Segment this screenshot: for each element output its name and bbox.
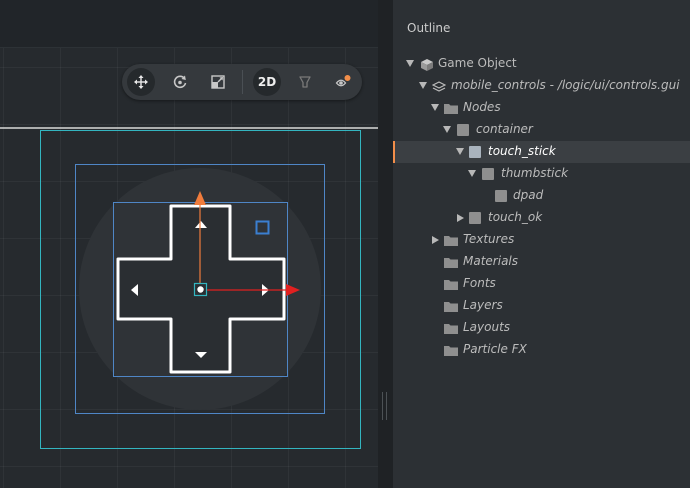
expand-arrow-icon[interactable] [456, 148, 464, 155]
outline-item-particle-fx[interactable]: Particle FX [393, 339, 690, 361]
funnel-icon [299, 76, 311, 88]
outline-item-touch-ok[interactable]: touch_ok [393, 207, 690, 229]
2d-toggle-button[interactable]: 2D [253, 68, 281, 96]
toolbar-separator [242, 70, 243, 94]
touch-stick-bounds [75, 164, 325, 414]
visibility-filter-button[interactable] [291, 68, 319, 96]
outline-item-game-object[interactable]: Game Object [393, 53, 690, 75]
folder-icon [444, 257, 458, 268]
outline-item-label: dpad [513, 188, 544, 202]
panel-splitter[interactable] [378, 0, 393, 488]
folder-icon [444, 323, 458, 334]
move-handle-y-arrow-icon[interactable] [194, 191, 206, 205]
scale-icon [211, 75, 225, 89]
dpad-node-marker [255, 220, 270, 235]
outline-item-touch-stick[interactable]: touch_stick [393, 141, 690, 163]
2d-label: 2D [257, 75, 277, 89]
outline-item-dpad[interactable]: dpad [393, 185, 690, 207]
dpad-down-arrow-icon [195, 352, 207, 358]
box-node-icon [457, 124, 469, 136]
folder-icon [444, 279, 458, 290]
outline-item-container[interactable]: container [393, 119, 690, 141]
outline-item-label: Fonts [463, 276, 496, 290]
outline-item-textures[interactable]: Textures [393, 229, 690, 251]
splitter-grip[interactable] [382, 392, 388, 420]
box-node-icon [469, 146, 481, 158]
move-handle-x-arrow-icon[interactable] [286, 284, 300, 296]
rotate-icon [173, 75, 187, 89]
rotate-tool-button[interactable] [166, 68, 194, 96]
outline-item-layouts[interactable]: Layouts [393, 317, 690, 339]
folder-icon [444, 235, 458, 246]
collapse-arrow-icon[interactable] [457, 214, 464, 222]
viewport-top-area [0, 0, 378, 48]
layers-icon [431, 79, 447, 93]
outline-item-label: Materials [463, 254, 519, 268]
folder-icon [444, 301, 458, 312]
outline-item-label: Game Object [438, 56, 517, 70]
expand-arrow-icon[interactable] [406, 60, 414, 67]
outline-item-fonts[interactable]: Fonts [393, 273, 690, 295]
pivot-point[interactable] [197, 286, 204, 293]
box-node-icon [495, 190, 507, 202]
box-node-icon [469, 212, 481, 224]
expand-arrow-icon[interactable] [468, 170, 476, 177]
outline-item-label: touch_stick [488, 144, 556, 158]
pivot-box[interactable] [193, 282, 208, 297]
box-node-icon [482, 168, 494, 180]
scene-viewport[interactable]: 2D [0, 0, 378, 488]
folder-icon [444, 345, 458, 356]
eye-settings-icon [335, 75, 351, 87]
move-arrows-icon [134, 75, 148, 89]
outline-item-label: Textures [463, 232, 515, 246]
scene-canvas[interactable] [0, 0, 378, 488]
viewport-divider [0, 47, 378, 48]
outline-item-label: thumbstick [501, 166, 569, 180]
collapse-arrow-icon[interactable] [432, 236, 439, 244]
viewport-toolbar: 2D [122, 64, 362, 100]
outline-item-label: Layouts [463, 320, 511, 334]
dpad-left-arrow-icon [131, 284, 138, 296]
outline-item-layers[interactable]: Layers [393, 295, 690, 317]
outline-panel: Outline Game Object mobile_controls - /l… [393, 0, 690, 488]
outline-item-label: Nodes [463, 100, 501, 114]
container-bounds [40, 130, 361, 449]
outline-item-thumbstick[interactable]: thumbstick [393, 163, 690, 185]
outline-item-label: Particle FX [463, 342, 527, 356]
scale-tool-button[interactable] [204, 68, 232, 96]
camera-settings-button[interactable] [329, 68, 357, 96]
outline-item-nodes[interactable]: Nodes [393, 97, 690, 119]
outline-item-label: mobile_controls - /logic/ui/controls.gui [451, 78, 680, 92]
expand-arrow-icon[interactable] [431, 104, 439, 111]
outline-item-label: touch_ok [488, 210, 543, 224]
expand-arrow-icon[interactable] [443, 126, 451, 133]
folder-icon [444, 103, 458, 114]
outline-item-label: Layers [463, 298, 503, 312]
cube-icon [420, 57, 434, 71]
outline-item-mobile-controls[interactable]: mobile_controls - /logic/ui/controls.gui [393, 75, 690, 97]
move-tool-button[interactable] [127, 68, 155, 96]
outline-item-label: container [476, 122, 533, 136]
dpad-up-arrow-icon [195, 221, 207, 228]
outline-title: Outline [407, 21, 451, 35]
outline-item-materials[interactable]: Materials [393, 251, 690, 273]
expand-arrow-icon[interactable] [419, 82, 427, 89]
